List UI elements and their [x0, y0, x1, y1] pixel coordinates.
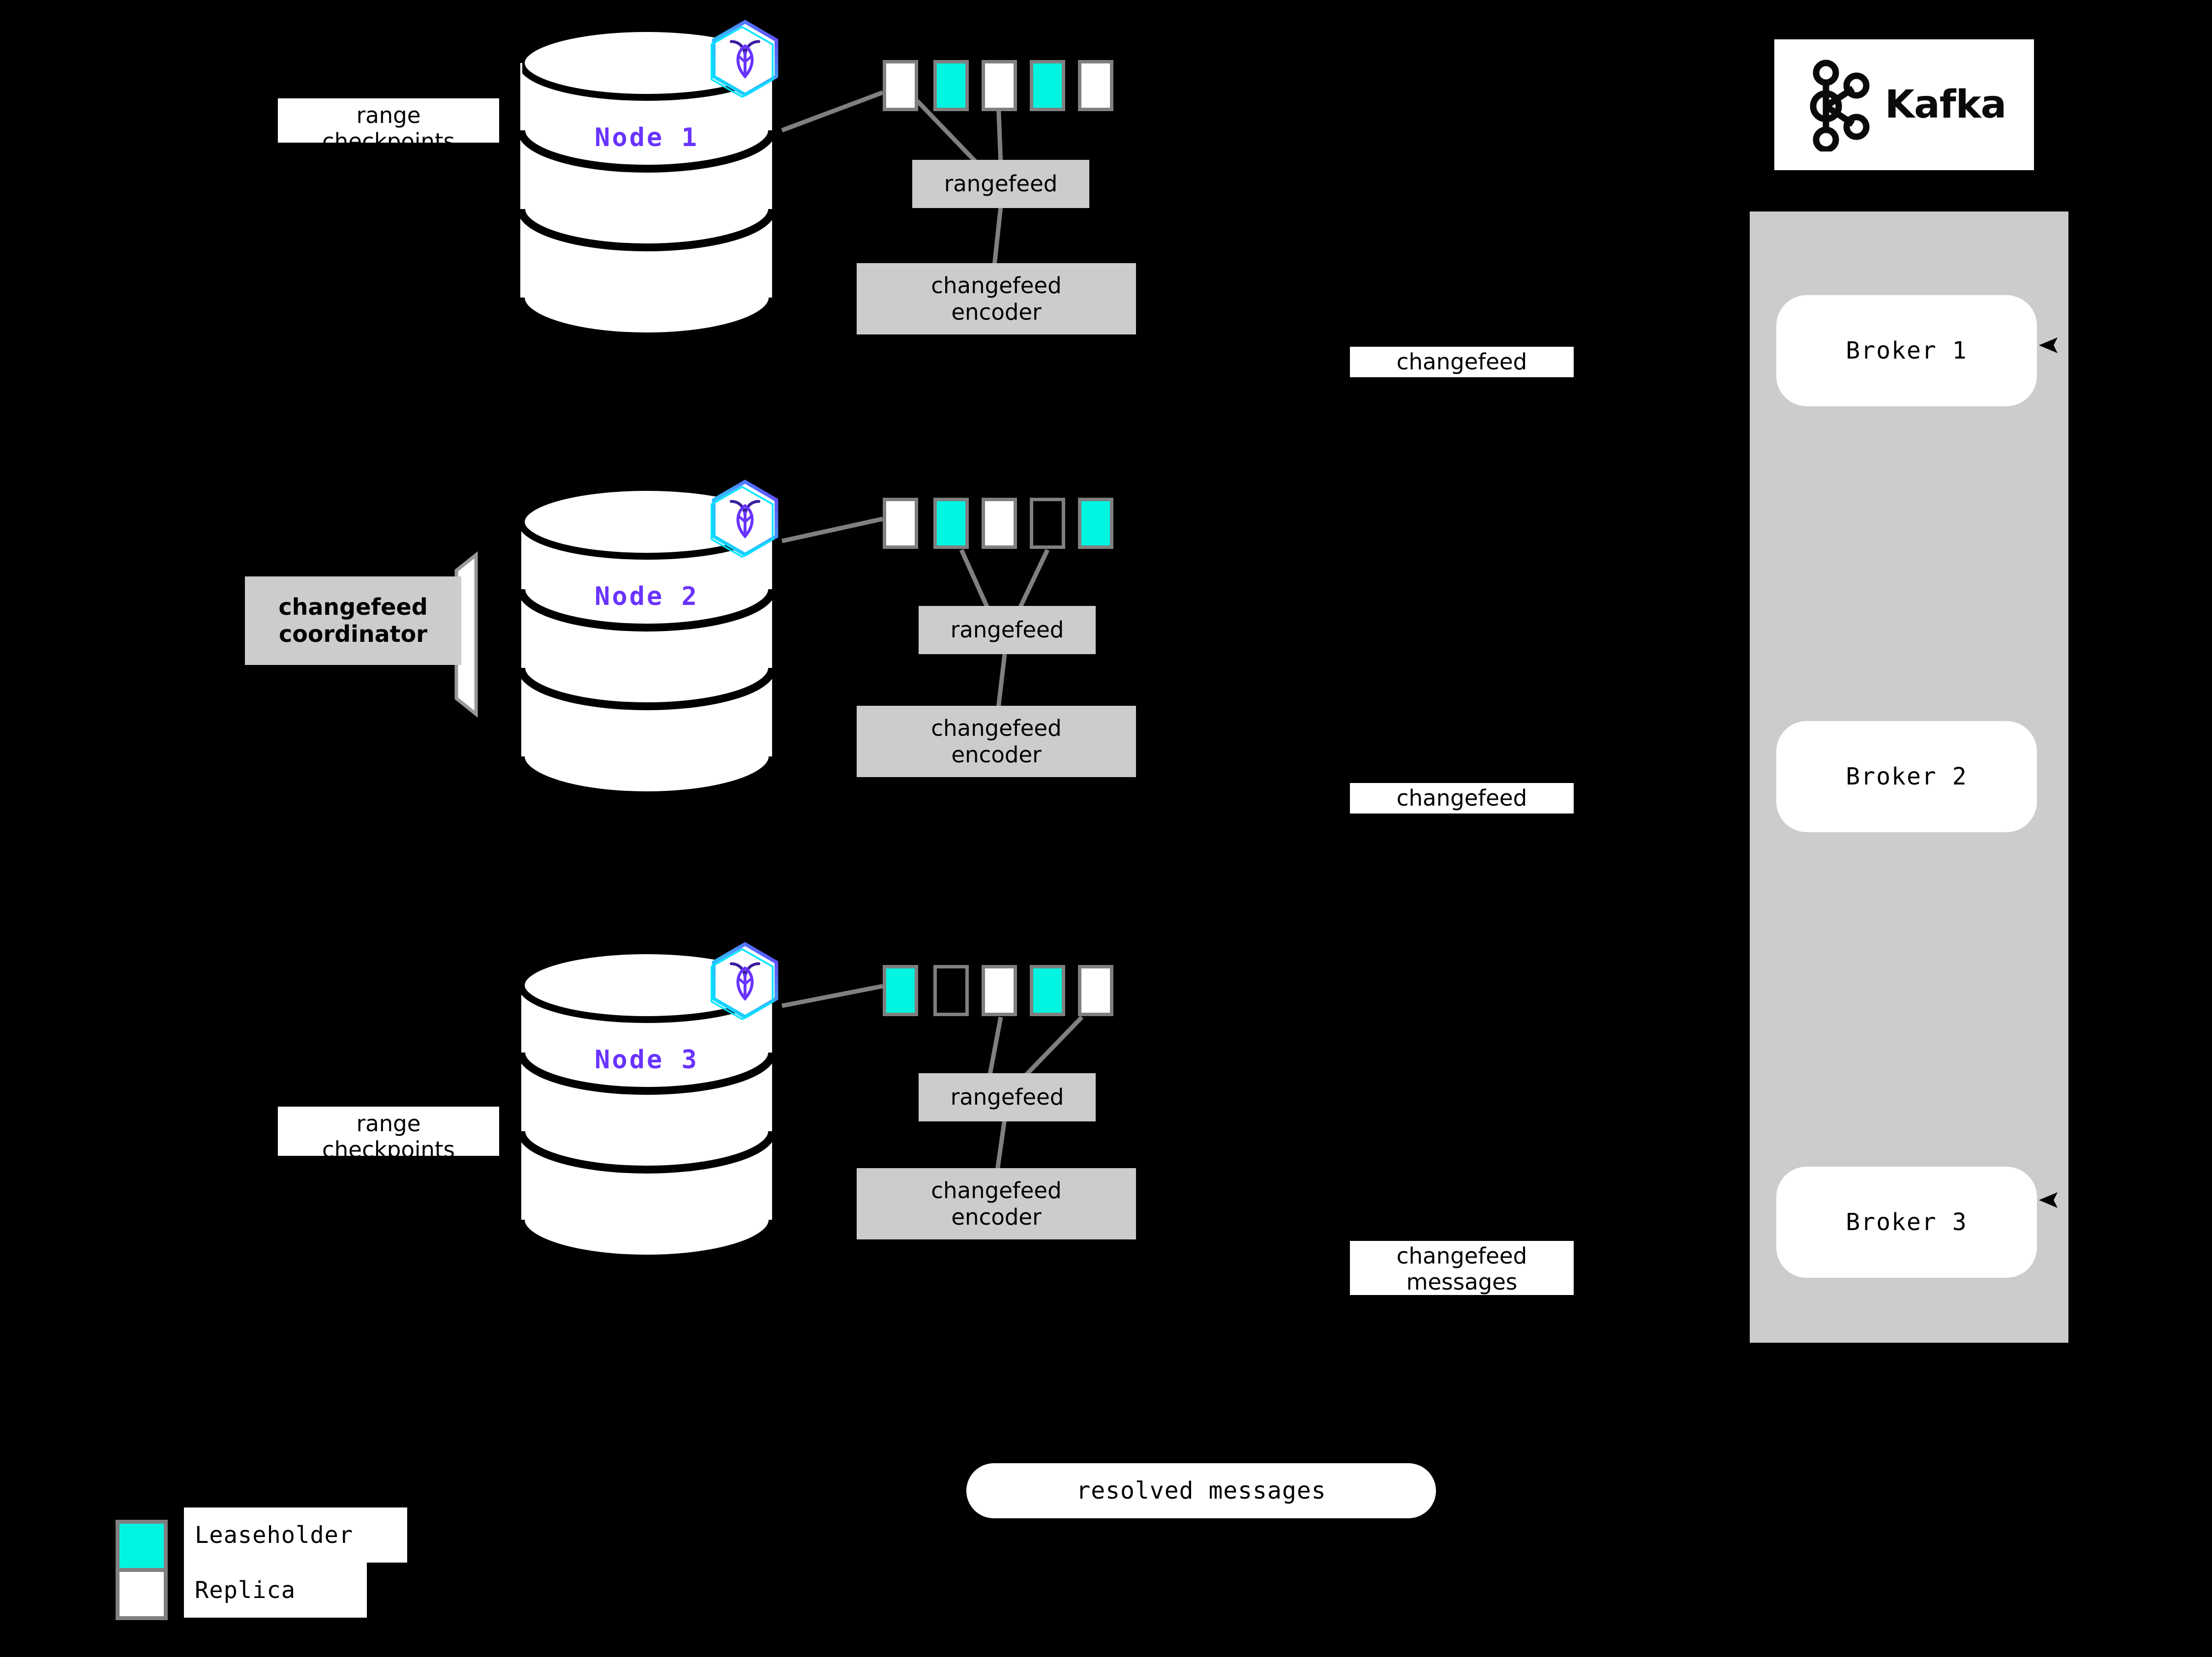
range-box[interactable] [883, 965, 918, 1016]
legend-swatch-leaseholder [116, 1520, 168, 1572]
legend-label-leaseholder: Leaseholder [184, 1507, 407, 1563]
node-3-label: Node 3 [595, 1045, 699, 1075]
range-box[interactable] [933, 498, 969, 549]
kafka-logo-icon [1810, 60, 1870, 151]
kafka-logo-panel: Kafka [1774, 39, 2034, 170]
node-2-changefeed-encoder-box[interactable]: changefeed encoder [857, 706, 1136, 777]
node-1-range-checkpoints-label: range checkpoints [278, 98, 499, 154]
legend-swatch-replica [116, 1568, 168, 1620]
kafka-inbound-arrows [2039, 337, 2058, 1208]
node-2-cylinder: Node 2 [516, 483, 777, 793]
node-3-rangefeed-box[interactable]: rangefeed [919, 1073, 1096, 1121]
range-box[interactable] [883, 60, 918, 111]
node-2-rangefeed-box[interactable]: rangefeed [919, 606, 1096, 654]
changefeed-coordinator-callout[interactable]: changefeed coordinator [245, 546, 530, 723]
range-box[interactable] [1078, 498, 1113, 549]
range-box[interactable] [883, 498, 918, 549]
range-box[interactable] [933, 965, 969, 1016]
legend-label-replica: Replica [184, 1563, 367, 1618]
broker-3[interactable]: Broker 3 [1776, 1167, 2037, 1278]
range-box[interactable] [1030, 498, 1065, 549]
node-1-label: Node 1 [595, 123, 699, 152]
node-3-range-checkpoints-label: range checkpoints [278, 1107, 499, 1163]
cockroachdb-logo [708, 942, 782, 1021]
range-box[interactable] [982, 965, 1017, 1016]
cockroachdb-logo [708, 480, 782, 558]
cockroachdb-logo [708, 20, 782, 98]
node-3-cylinder: Node 3 [516, 947, 777, 1257]
broker-1[interactable]: Broker 1 [1776, 295, 2037, 406]
range-box[interactable] [982, 498, 1017, 549]
range-box[interactable] [1030, 965, 1065, 1016]
node-1-cylinder: Node 1 [516, 25, 777, 334]
resolved-messages-pill[interactable]: resolved messages [966, 1463, 1436, 1518]
node-3-changefeed-encoder-box[interactable]: changefeed encoder [857, 1168, 1136, 1239]
range-box[interactable] [1078, 60, 1113, 111]
changefeed-messages-label-3: changefeed messages [1350, 1241, 1574, 1295]
range-box[interactable] [1078, 965, 1113, 1016]
broker-2[interactable]: Broker 2 [1776, 721, 2037, 832]
range-box[interactable] [1030, 60, 1065, 111]
range-box[interactable] [982, 60, 1017, 111]
changefeed-messages-label-2: changefeed messages [1350, 783, 1574, 837]
range-box[interactable] [933, 60, 969, 111]
changefeed-messages-label-1: changefeed messages [1350, 347, 1574, 401]
node-2-label: Node 2 [595, 582, 699, 611]
node-1-rangefeed-box[interactable]: rangefeed [912, 160, 1089, 208]
changefeed-coordinator-label: changefeed coordinator [245, 576, 461, 665]
node-1-changefeed-encoder-box[interactable]: changefeed encoder [857, 263, 1136, 334]
kafka-wordmark: Kafka [1884, 83, 2007, 127]
